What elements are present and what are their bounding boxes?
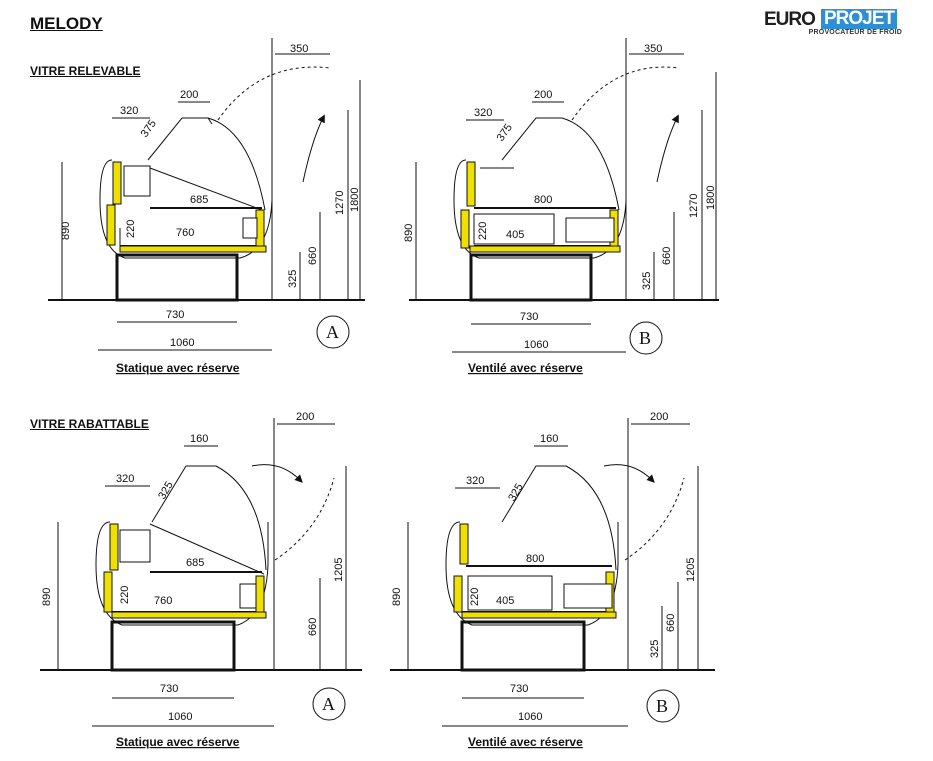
- dim-h2: 1800: [705, 186, 717, 210]
- dim-glass-diag: 375: [139, 118, 159, 140]
- dim-total: 1060: [170, 337, 194, 349]
- dim-glass-diag: 375: [495, 122, 515, 144]
- dim-feet: 730: [160, 683, 178, 695]
- dim-h1: 1270: [334, 191, 346, 215]
- dim-glass-left: 320: [466, 475, 484, 487]
- dim-h4: 325: [649, 640, 661, 658]
- diagram-relevable-statique: 350 200 320 375 685 760 220 890 1270 180…: [48, 38, 365, 375]
- diagram-rabattable-statique: 200 160 320 325 685 760 220 890 1205 660…: [40, 411, 362, 749]
- dim-glass-top: 200: [180, 89, 198, 101]
- diagram-relevable-ventile: 350 200 320 375 800 405 220 890 1270 180…: [403, 38, 719, 375]
- europrojet-logo: EURO PROJET PROVOCATEUR DE FROID: [764, 9, 902, 37]
- dim-height: 890: [41, 588, 53, 606]
- dim-glass-left: 320: [474, 107, 492, 119]
- dim-top-right: 200: [296, 411, 314, 423]
- variant-letter: B: [639, 328, 651, 348]
- dim-base: 760: [154, 595, 172, 607]
- dim-h1: 1205: [685, 558, 697, 582]
- dim-height: 890: [391, 588, 403, 606]
- dim-shelf: 800: [526, 553, 544, 565]
- dim-reserve-h: 220: [477, 222, 489, 240]
- diagram-caption: Statique avec réserve: [116, 735, 240, 749]
- dim-top-right: 350: [644, 43, 662, 55]
- dim-h3: 660: [307, 247, 319, 265]
- variant-letter: A: [322, 694, 335, 714]
- dim-h3: 660: [665, 614, 677, 632]
- dim-h3: 660: [307, 618, 319, 636]
- diagram-caption: Statique avec réserve: [116, 361, 240, 375]
- dim-base: 760: [176, 227, 194, 239]
- dim-glass-diag: 325: [506, 482, 526, 504]
- diagram-caption: Ventilé avec réserve: [468, 361, 583, 375]
- dim-h1: 1270: [688, 194, 700, 218]
- dim-total: 1060: [518, 711, 542, 723]
- dim-shelf: 685: [190, 194, 208, 206]
- dim-h1: 1205: [333, 558, 345, 582]
- dim-glass-left: 320: [120, 105, 138, 117]
- dim-reserve-h: 220: [125, 220, 137, 238]
- dim-shelf: 800: [534, 194, 552, 206]
- dim-height: 890: [60, 222, 72, 240]
- logo-projet: PROJET: [821, 9, 898, 29]
- dim-h3: 660: [661, 247, 673, 265]
- dim-reserve-h: 220: [119, 586, 131, 604]
- dim-top-right: 200: [650, 411, 668, 423]
- dim-height: 890: [403, 224, 415, 242]
- dim-shelf: 685: [186, 557, 204, 569]
- section-title-relevable: VITRE RELEVABLE: [30, 64, 141, 78]
- diagram-rabattable-ventile: 200 160 320 325 800 405 220 890 1205 660…: [390, 411, 715, 749]
- dim-glass-diag: 325: [156, 480, 176, 502]
- dim-total: 1060: [524, 339, 548, 351]
- dim-feet: 730: [166, 309, 184, 321]
- diagram-caption: Ventilé avec réserve: [468, 735, 583, 749]
- dim-feet: 730: [520, 311, 538, 323]
- page-title: MELODY: [30, 14, 103, 33]
- dim-glass-top: 160: [190, 433, 208, 445]
- dim-h4: 325: [641, 272, 653, 290]
- dim-base: 405: [506, 229, 524, 241]
- dim-reserve-h: 220: [469, 588, 481, 606]
- section-title-rabattable: VITRE RABATTABLE: [30, 417, 149, 431]
- dim-glass-left: 320: [116, 473, 134, 485]
- dim-feet: 730: [510, 683, 528, 695]
- dim-total: 1060: [168, 711, 192, 723]
- dim-base: 405: [496, 595, 514, 607]
- variant-letter: A: [326, 322, 339, 342]
- dim-h4: 325: [287, 270, 299, 288]
- dim-glass-top: 160: [540, 433, 558, 445]
- dim-glass-top: 200: [534, 89, 552, 101]
- variant-letter: B: [656, 696, 668, 716]
- dim-h2: 1800: [349, 188, 361, 212]
- dim-top-right: 350: [290, 43, 308, 55]
- logo-euro: EURO: [764, 9, 816, 30]
- logo-tagline: PROVOCATEUR DE FROID: [808, 29, 902, 36]
